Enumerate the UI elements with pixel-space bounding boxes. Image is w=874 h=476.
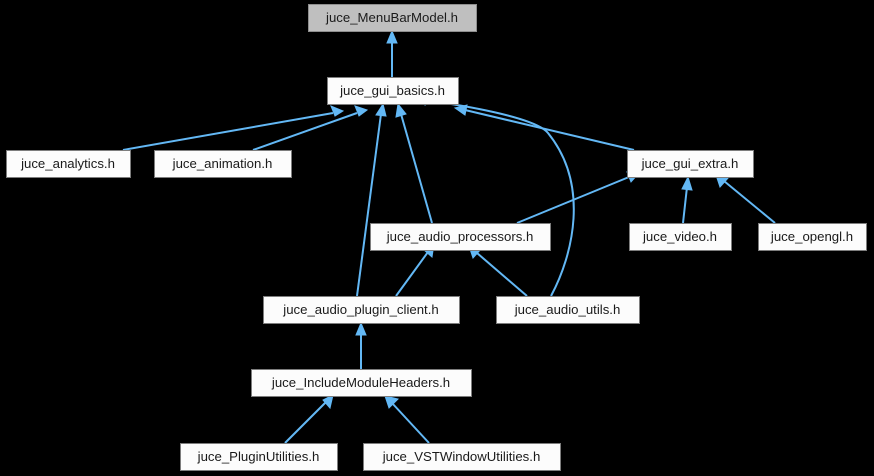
edge-line <box>682 186 688 224</box>
graph-node-audio_utils[interactable]: juce_audio_utils.h <box>496 296 640 324</box>
node-box[interactable] <box>758 223 867 251</box>
node-label: juce_gui_extra.h <box>641 156 739 171</box>
node-box[interactable] <box>370 223 551 251</box>
node-box[interactable] <box>629 223 732 251</box>
node-label: juce_analytics.h <box>20 156 115 171</box>
node-label: juce_audio_utils.h <box>514 302 621 317</box>
graph-edge <box>355 321 367 369</box>
node-label: juce_audio_processors.h <box>386 229 534 244</box>
graph-node-vst_window[interactable]: juce_VSTWindowUtilities.h <box>363 443 561 471</box>
edge-line <box>423 99 575 297</box>
graph-edge <box>356 102 387 297</box>
node-label: juce_PluginUtilities.h <box>197 449 320 464</box>
edge-line <box>476 252 528 297</box>
graph-edge <box>384 395 430 444</box>
edge-line <box>356 113 382 297</box>
edge-line <box>252 112 358 151</box>
node-label: juce_MenuBarModel.h <box>325 10 458 25</box>
node-box[interactable] <box>308 4 477 32</box>
graph-edge <box>395 102 433 224</box>
graph-edge <box>715 174 776 224</box>
node-label: juce_animation.h <box>172 156 273 171</box>
edge-arrowhead <box>375 102 387 117</box>
node-label: juce_audio_plugin_client.h <box>282 302 438 317</box>
edge-arrowhead <box>681 175 693 191</box>
graph-edge <box>395 243 435 297</box>
edge-arrowhead <box>395 102 407 118</box>
graph-node-menubarmodel[interactable]: juce_MenuBarModel.h <box>308 4 477 32</box>
graph-edge <box>252 105 369 151</box>
node-layer: juce_MenuBarModel.h juce_gui_basics.hjuce… <box>6 4 867 471</box>
node-box[interactable] <box>251 369 472 397</box>
graph-node-plugin_utilities[interactable]: juce_PluginUtilities.h <box>180 443 338 471</box>
node-box[interactable] <box>263 296 460 324</box>
graph-edge <box>412 94 575 297</box>
node-box[interactable] <box>363 443 561 471</box>
graph-node-gui_extra[interactable]: juce_gui_extra.h <box>627 150 754 178</box>
edge-line <box>122 112 334 151</box>
edge-arrowhead <box>330 105 345 117</box>
graph-node-opengl[interactable]: juce_opengl.h <box>758 223 867 251</box>
node-label: juce_video.h <box>642 229 717 244</box>
edge-arrowhead <box>386 29 398 44</box>
node-box[interactable] <box>327 77 459 105</box>
graph-node-audio_processors[interactable]: juce_audio_processors.h <box>370 223 551 251</box>
graph-edge <box>468 245 528 297</box>
node-label: juce_IncludeModuleHeaders.h <box>271 375 450 390</box>
graph-edge <box>284 394 334 444</box>
edge-arrowhead <box>355 321 367 336</box>
node-box[interactable] <box>154 150 292 178</box>
node-box[interactable] <box>180 443 338 471</box>
graph-edge <box>681 175 693 224</box>
graph-edge <box>122 105 345 151</box>
graph-node-gui_basics[interactable]: juce_gui_basics.h <box>327 77 459 105</box>
graph-edge <box>516 171 641 224</box>
node-label: juce_gui_basics.h <box>339 83 445 98</box>
graph-edge <box>386 29 398 77</box>
edge-line <box>391 402 430 444</box>
edge-line <box>723 180 776 224</box>
edge-line <box>464 109 635 151</box>
edge-arrowhead <box>322 394 334 410</box>
node-label: juce_opengl.h <box>770 229 853 244</box>
edge-arrowhead <box>354 105 369 117</box>
edge-layer <box>122 29 776 444</box>
graph-node-video[interactable]: juce_video.h <box>629 223 732 251</box>
node-box[interactable] <box>6 150 131 178</box>
graph-edge <box>453 104 635 151</box>
graph-node-animation[interactable]: juce_animation.h <box>154 150 292 178</box>
node-box[interactable] <box>496 296 640 324</box>
edge-line <box>284 401 327 444</box>
graph-node-include_headers[interactable]: juce_IncludeModuleHeaders.h <box>251 369 472 397</box>
edge-line <box>400 113 433 224</box>
graph-node-analytics[interactable]: juce_analytics.h <box>6 150 131 178</box>
node-label: juce_VSTWindowUtilities.h <box>382 449 541 464</box>
node-box[interactable] <box>627 150 754 178</box>
graph-node-audio_plugin_client[interactable]: juce_audio_plugin_client.h <box>263 296 460 324</box>
edge-arrowhead <box>384 395 399 409</box>
edge-line <box>395 251 429 297</box>
